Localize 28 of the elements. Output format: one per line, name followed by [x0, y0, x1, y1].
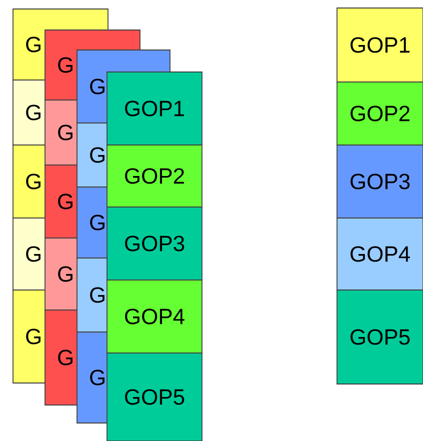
gop-block: G [44, 310, 78, 406]
gop-block: GOP1 [106, 72, 202, 146]
stacked-block-edge [106, 50, 170, 72]
gop-block: GOP3 [106, 206, 202, 280]
stacked-block-edge [76, 30, 140, 50]
gop-block: G [76, 50, 108, 124]
gop-block: GOP3 [336, 144, 423, 218]
gop-block: G [76, 258, 108, 332]
gop-block: G [12, 290, 46, 384]
gop-block: G [76, 332, 108, 424]
gop-block: G [44, 30, 78, 100]
gop-block: G [44, 238, 78, 310]
gop-block: GOP4 [106, 280, 202, 354]
gop-block: G [76, 186, 108, 258]
gop-block: G [76, 122, 108, 188]
gop-block: GOP1 [336, 8, 423, 82]
gop-block: GOP2 [106, 144, 202, 208]
gop-block: G [44, 100, 78, 166]
stacked-block-edge [44, 8, 108, 30]
gop-block: G [12, 8, 46, 80]
gop-block: GOP2 [336, 82, 423, 146]
gop-block: G [12, 144, 46, 218]
gop-block: G [12, 80, 46, 146]
gop-block: G [44, 164, 78, 238]
gop-block: GOP5 [106, 352, 202, 441]
gop-block: G [12, 218, 46, 290]
gop-block: GOP5 [336, 290, 423, 384]
gop-block: GOP4 [336, 218, 423, 290]
